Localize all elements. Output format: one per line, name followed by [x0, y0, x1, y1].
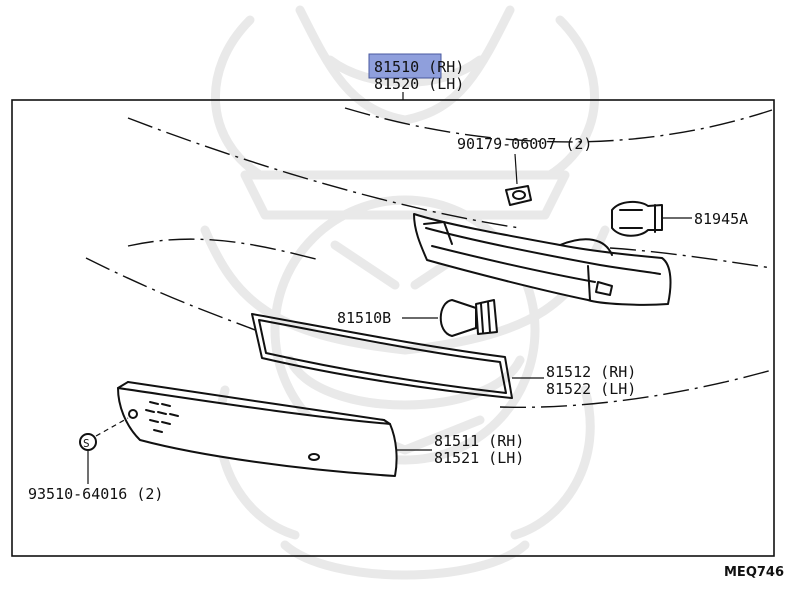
socket-part — [611, 200, 663, 237]
callout-gasket[interactable]: 81512 (RH) 81522 (LH) — [546, 363, 636, 398]
callout-lens[interactable]: 81511 (RH) 81521 (LH) — [434, 432, 524, 467]
gasket-part — [251, 313, 513, 399]
callout-nut-label: 90179-06007 (2) — [457, 135, 592, 153]
lens-part — [117, 381, 398, 477]
callout-socket[interactable]: 81945A — [694, 210, 748, 228]
callout-lens-lh: 81521 (LH) — [434, 449, 524, 467]
nut-part — [505, 185, 532, 206]
diagram-code: MEQ746 — [724, 565, 784, 580]
callout-assembly-rh: 81510 (RH) — [374, 58, 464, 76]
bulb-part — [439, 299, 498, 337]
screw-part — [79, 433, 97, 451]
callout-screw[interactable]: 93510-64016 (2) — [28, 485, 163, 503]
callout-socket-label: 81945A — [694, 210, 748, 228]
callout-assembly[interactable]: 81510 (RH) 81520 (LH) — [374, 58, 464, 93]
callout-bulb-label: 81510B — [337, 309, 391, 327]
callout-gasket-rh: 81512 (RH) — [546, 363, 636, 381]
callout-gasket-lh: 81522 (LH) — [546, 380, 636, 398]
callout-lens-rh: 81511 (RH) — [434, 432, 524, 450]
leader-nut — [514, 153, 518, 185]
assembly-highlight — [368, 53, 442, 79]
callout-nut[interactable]: 90179-06007 (2) — [457, 135, 592, 153]
screw-symbol: S — [83, 437, 90, 450]
callout-screw-label: 93510-64016 (2) — [28, 485, 163, 503]
leader-screw-dashed — [95, 417, 129, 437]
lamp-housing-part — [413, 213, 672, 306]
body-contour-lines — [85, 107, 773, 408]
callout-assembly-lh: 81520 (LH) — [374, 75, 464, 93]
diagram-frame — [11, 99, 775, 557]
watermark-logo — [200, 5, 610, 580]
callout-bulb[interactable]: 81510B — [337, 309, 391, 327]
